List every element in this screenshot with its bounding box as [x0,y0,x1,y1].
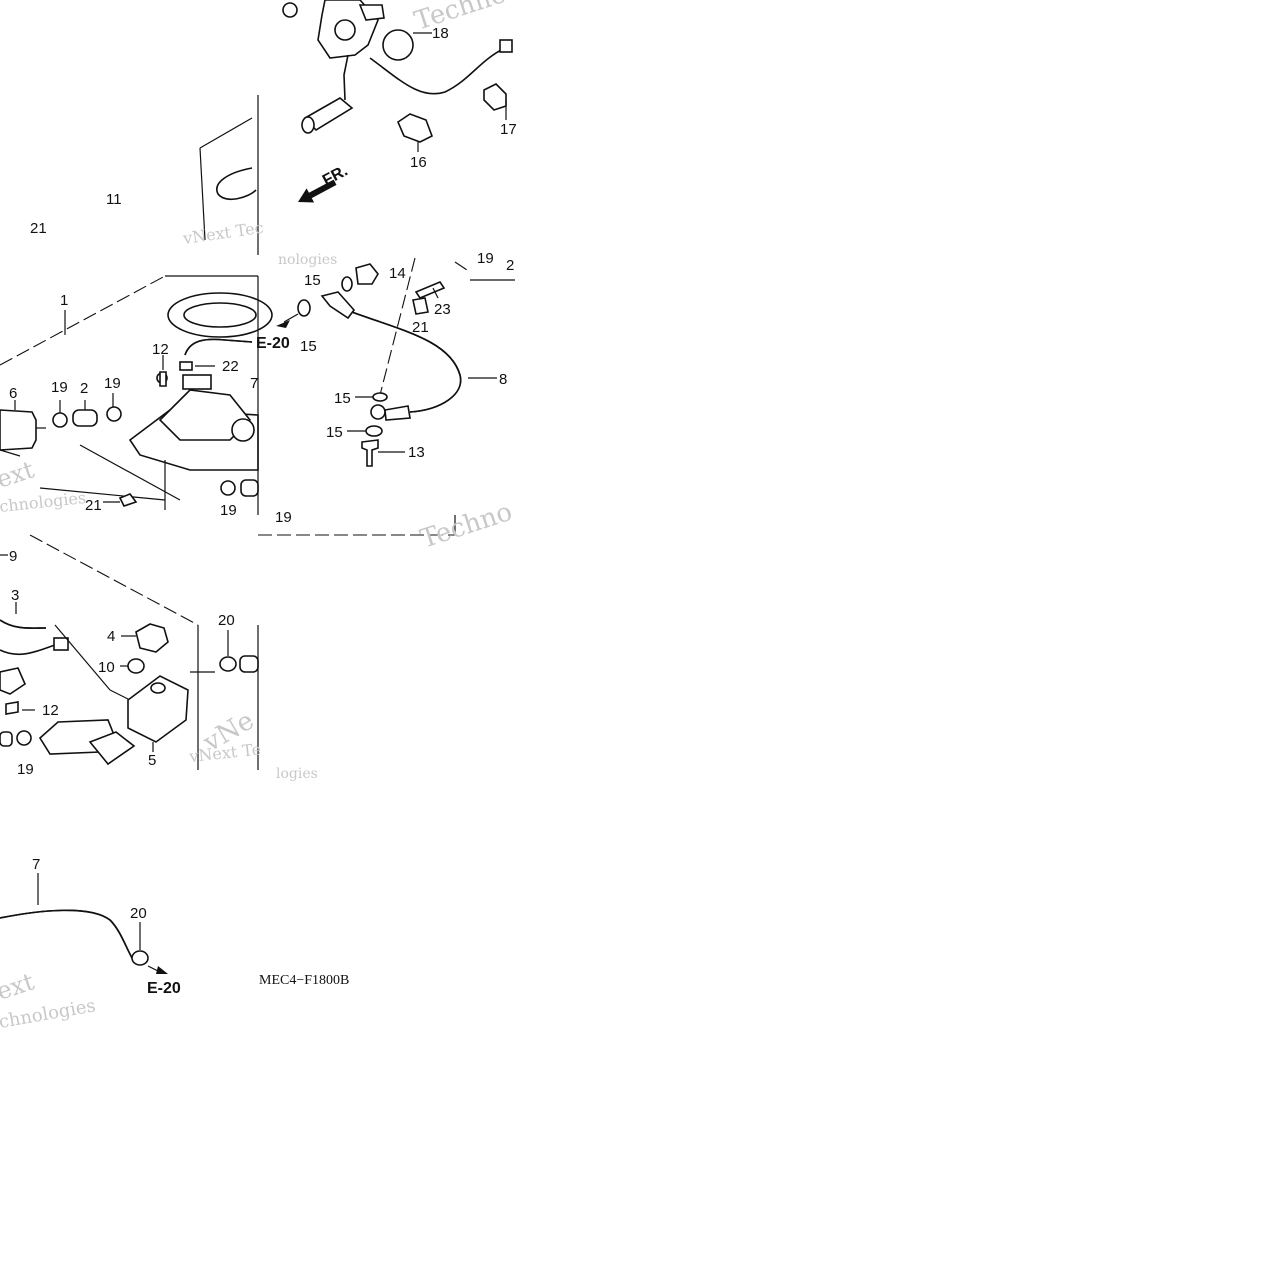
callout-17: 17 [500,121,517,138]
callout-1: 1 [60,292,68,309]
o-ring-part [382,29,414,61]
callout-4: 4 [107,628,115,645]
clip-part [397,113,434,143]
diagram-code: MEC4−F1800B [259,973,349,988]
fuel-strainer-part [135,623,169,653]
reference-e20-bottom: E-20 [147,980,181,997]
return-hose-group [0,873,168,974]
callout-19: 19 [104,375,121,392]
callout-2: 2 [506,257,514,274]
callout-19: 19 [220,502,237,519]
callout-7: 7 [250,375,258,392]
callout-13: 13 [408,444,425,461]
callout-20: 20 [130,905,147,922]
callout-16: 16 [410,154,427,171]
callout-14: 14 [389,265,406,282]
pump-holder-part [127,675,189,743]
callout-10: 10 [98,659,115,676]
callout-12: 12 [152,341,169,358]
callout-22: 22 [222,358,239,375]
callout-15: 15 [334,390,351,407]
sealing-washer-part [341,276,353,292]
callout-7: 7 [32,856,40,873]
callout-5: 5 [148,752,156,769]
callout-8: 8 [499,371,507,388]
fuel-gauge-sender-group: FR. [199,0,513,255]
callout-23: 23 [434,301,451,318]
callout-19: 19 [17,761,34,778]
return-hose-part [0,909,133,959]
callout-19: 19 [51,379,68,396]
watermark-text: ext [0,967,38,1005]
nut-part [355,263,379,285]
grommet-part [483,83,507,111]
callout-9: 9 [9,548,17,565]
callout-15: 15 [326,424,343,441]
callout-19: 19 [275,509,292,526]
banjo-bolt-part [361,439,379,467]
callout-15: 15 [300,338,317,355]
watermark-text: ext [0,455,38,493]
watermark-text: vNext Te [187,740,262,767]
front-direction-arrow [298,179,337,203]
watermark-text: chnologies [0,488,87,516]
clamp-part [52,412,68,428]
nut-part [282,2,298,18]
watermark-text: Techno [417,497,516,555]
callout-15: 15 [304,272,321,289]
callout-18: 18 [432,25,449,42]
watermark-text: logies [276,766,318,782]
callout-12: 12 [42,702,59,719]
callout-21: 21 [412,319,429,336]
callout-19: 19 [477,250,494,267]
pump-filter-group [0,534,259,770]
callout-20: 20 [218,612,235,629]
callout-21: 21 [85,497,102,514]
callout-21: 21 [30,220,47,237]
fuel-pump-assembly-group [0,275,273,515]
watermark-text: nologies [278,252,337,268]
watermark-text: vNext Tec [181,218,265,248]
callout-2: 2 [80,380,88,397]
watermark-text: Techno [411,0,510,37]
reference-e20-top: E-20 [256,335,290,352]
callout-6: 6 [9,385,17,402]
callout-3: 3 [11,587,19,604]
callout-11: 11 [106,191,122,208]
fuel-filter-part [0,409,37,451]
fuel-hose-group [258,257,515,536]
tube-part [72,409,98,427]
